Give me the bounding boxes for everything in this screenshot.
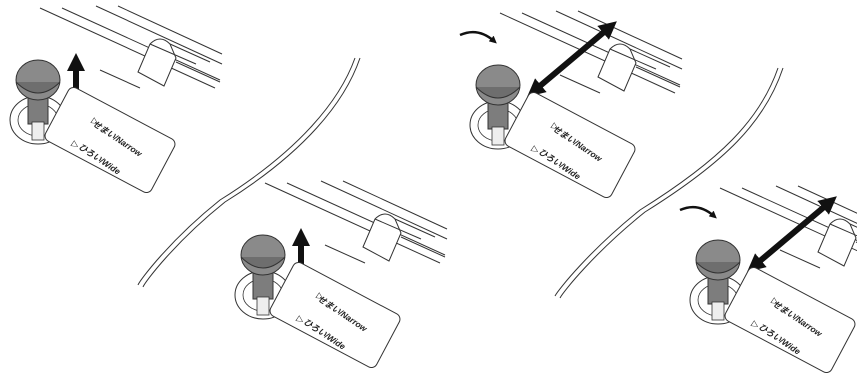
svg-text:▷: ▷: [750, 318, 761, 330]
rail-mechanism: [264, 180, 448, 264]
divider-curve-right-inner: [559, 67, 784, 299]
rail-mechanism: [39, 5, 223, 89]
panel-3: せまい/Narrow ひろい/Wide ▷ ▷: [459, 10, 683, 199]
svg-text:▷: ▷: [550, 120, 561, 132]
rail-mechanism: [499, 10, 683, 94]
panel-4: せまい/Narrow ひろい/Wide ▷ ▷: [679, 185, 857, 374]
divider-curve-left: [137, 57, 356, 286]
svg-text:▷: ▷: [770, 295, 781, 307]
svg-text:▷: ▷: [315, 290, 326, 302]
svg-text:▷: ▷: [530, 143, 541, 155]
divider-curve-right: [554, 67, 779, 297]
slide-arrow-icon: [747, 196, 837, 272]
slide-arrow-icon: [527, 21, 617, 97]
rotate-arrow-icon: [679, 205, 717, 219]
panel-1: せまい/Narrow ひろい/Wide ▷ ▷: [9, 5, 223, 194]
divider-curve-left-inner: [142, 57, 361, 288]
label-plate: [269, 261, 401, 369]
panel-2: せまい/Narrow ひろい/Wide ▷ ▷: [234, 180, 448, 369]
svg-text:▷: ▷: [70, 138, 81, 150]
label-plate: [44, 86, 176, 194]
label-plate: [724, 266, 856, 374]
svg-text:▷: ▷: [90, 115, 101, 127]
rotate-arrow-icon: [459, 30, 497, 44]
rail-mechanism: [719, 185, 857, 269]
label-plate: [504, 91, 636, 199]
svg-text:▷: ▷: [295, 313, 306, 325]
